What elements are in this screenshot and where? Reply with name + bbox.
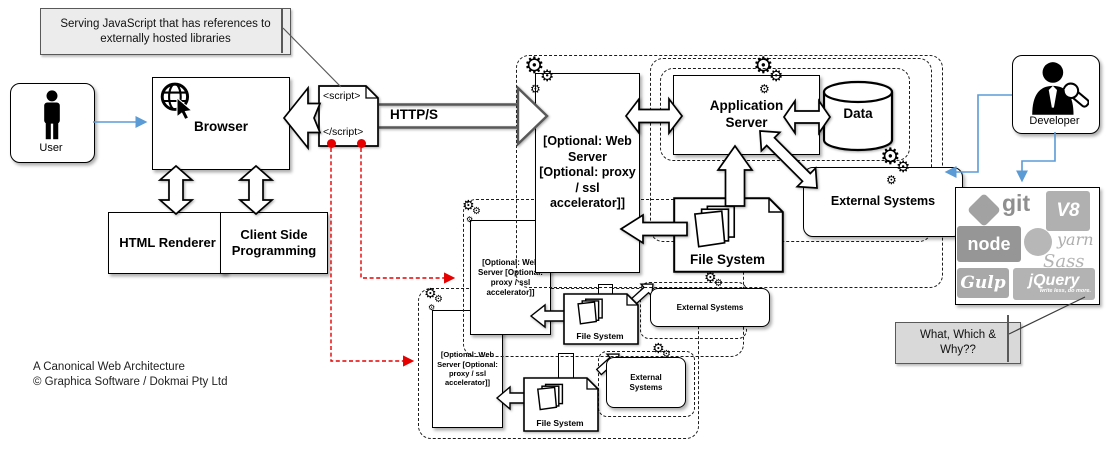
node-logo: node — [957, 226, 1021, 262]
http-s-label: HTTP/S — [389, 107, 438, 122]
application-tier-container — [650, 58, 932, 242]
external-systems-box-copy-1: External Systems — [650, 288, 770, 327]
developer-wrench-icon — [1032, 62, 1089, 115]
script-close-tag: </script> — [323, 126, 364, 138]
red-dot — [327, 139, 336, 148]
file-system-label: File System — [576, 331, 624, 341]
web-server-label: [Optional: Web Server [Optional: proxy /… — [478, 257, 543, 297]
data-label: Data — [843, 106, 873, 121]
external-systems-label: External Systems — [629, 372, 663, 392]
developer-box: Developer — [1012, 55, 1100, 134]
tier-copy-2-external-container — [598, 351, 695, 417]
external-systems-label: External Systems — [830, 194, 936, 209]
git-logo-text: git — [1002, 190, 1031, 216]
globe-cursor-icon — [160, 82, 193, 120]
database-icon — [822, 80, 894, 152]
folders-icon — [577, 298, 603, 325]
script-document: <script> </script> — [318, 85, 379, 148]
html-renderer-label: HTML Renderer — [119, 234, 216, 250]
developer-label: Developer — [1029, 115, 1080, 127]
external-systems-box-copy-2: External Systems — [606, 357, 686, 408]
jquery-tagline: write less, do more. — [1039, 288, 1091, 295]
file-system-label: File System — [689, 252, 766, 267]
yarn-logo-text: yarn — [1057, 230, 1094, 249]
yarn-logo — [1024, 228, 1052, 256]
user-box: User — [10, 83, 95, 163]
note-serving-js: Serving JavaScript that has references t… — [40, 8, 291, 55]
external-systems-label: External Systems — [676, 302, 744, 312]
data-cylinder: Data — [821, 78, 895, 154]
file-system-document-copy-2: File System — [523, 377, 599, 432]
application-server-label: Application Server — [709, 98, 784, 130]
red-dot — [357, 139, 366, 148]
note-text: What, Which & Why?? — [919, 329, 997, 356]
file-system-label: File System — [536, 418, 584, 428]
person-icon — [44, 90, 60, 140]
client-side-programming-label: Client Side Programming — [231, 226, 317, 258]
note-text: Serving JavaScript that has references t… — [60, 17, 271, 45]
gulp-logo: Gulp — [957, 268, 1009, 298]
script-open-tag: <script> — [323, 90, 361, 102]
user-label: User — [39, 142, 63, 154]
web-server-label: [Optional: Web Server [Optional: proxy /… — [437, 350, 498, 388]
folders-icon — [536, 383, 564, 411]
jquery-logo: jQuery write less, do more. — [1013, 268, 1095, 300]
external-systems-box: External Systems — [803, 167, 963, 237]
sass-logo: Sass — [1043, 251, 1085, 272]
v8-logo: V8 — [1046, 191, 1090, 231]
note-what-which-why: What, Which & Why?? — [895, 322, 1021, 364]
note-connector-bar — [281, 8, 283, 53]
browser-box: Browser — [152, 77, 290, 170]
note-connector-bar — [1007, 315, 1009, 362]
browser-label: Browser — [193, 119, 249, 135]
caption-copyright: © Graphica Software / Dokmai Pty Ltd — [33, 376, 228, 388]
web-server-label: [Optional: Web Server [Optional: proxy /… — [539, 133, 636, 211]
file-system-document-copy-1: File System — [563, 293, 639, 345]
caption-title: A Canonical Web Architecture — [33, 361, 185, 373]
tier-copy-2-container — [418, 288, 699, 439]
